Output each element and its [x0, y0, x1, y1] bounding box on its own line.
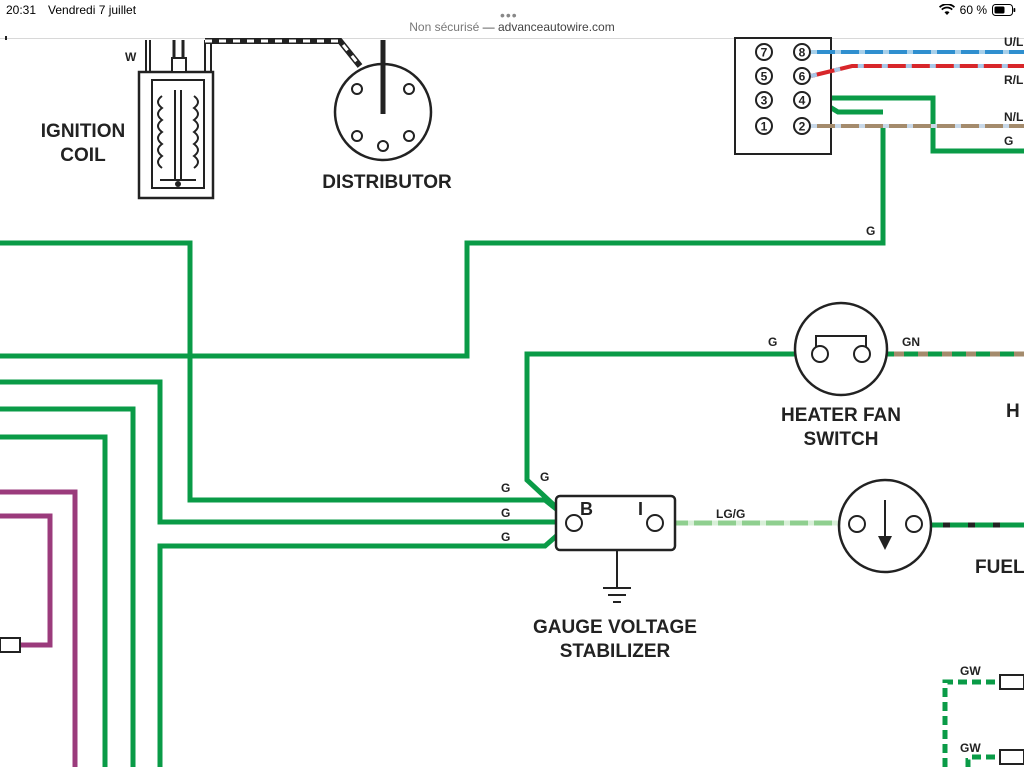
url-domain: advanceautowire.com [497, 20, 615, 34]
heater-fan-switch[interactable] [793, 301, 889, 397]
status-date: Vendredi 7 juillet [48, 3, 137, 17]
heater-fan-switch-label-1: HEATER FAN [781, 405, 901, 426]
distributor-label: DISTRIBUTOR [322, 172, 452, 193]
stabilizer-terminal-i: I [638, 499, 643, 519]
browser-address-bar[interactable]: ••• Non sécurisé — advanceautowire.com [0, 7, 1024, 40]
status-right: 60 % [938, 3, 1016, 17]
pin-3: 3 [761, 94, 768, 108]
wire-label-gw-2: GW [960, 741, 981, 755]
pin-4: 4 [799, 94, 806, 108]
ignition-coil [137, 40, 215, 200]
battery-percent: 60 % [959, 3, 987, 17]
pin-8: 8 [799, 46, 806, 60]
battery-icon [992, 4, 1016, 16]
green-wire-mid [0, 125, 886, 359]
wire-label-g-mid: G [866, 224, 875, 238]
wire-label-g-switch: G [768, 335, 777, 349]
stabilizer-terminal-b: B [580, 499, 593, 519]
wifi-icon [938, 4, 955, 15]
browser-menu-dots[interactable]: ••• [500, 7, 518, 23]
green-wire-stab-low [157, 522, 572, 767]
connector-block: 7 8 5 6 3 4 1 2 [734, 37, 832, 155]
wire-label-gw-1: GW [960, 664, 981, 678]
stabilizer-label-2: STABILIZER [560, 641, 671, 662]
wire-label-g-stab-1: G [501, 481, 510, 495]
pin-1: 1 [761, 120, 768, 134]
wire-label-g-stab-2: G [501, 506, 510, 520]
purple-wires [0, 489, 78, 767]
security-label: Non sécurisé [409, 20, 480, 34]
connector-plug-left [0, 637, 21, 653]
wire-label-g-right: G [1004, 134, 1013, 148]
status-time: 20:31 [6, 3, 37, 17]
wire-label-gn: GN [902, 335, 920, 349]
wire-label-g-stab-top: G [540, 470, 549, 484]
status-bar: 20:31 Vendredi 7 juillet 60 % [0, 0, 1024, 20]
wire-label-nl: N/L [1004, 110, 1023, 124]
h-partial-label: H [1006, 401, 1020, 422]
pin-5: 5 [761, 70, 768, 84]
pin-7: 7 [761, 46, 768, 60]
green-wire-left-3 [0, 406, 136, 767]
wire-label-lgg: LG/G [716, 507, 745, 521]
ignition-coil-label-1: IGNITION [41, 121, 125, 142]
green-wire-switch [524, 351, 818, 522]
coil-distributor-wire [205, 38, 363, 68]
wire-label-w: W [125, 50, 137, 64]
distributor [333, 40, 433, 162]
connector-wires [810, 50, 1024, 128]
url-text[interactable]: Non sécurisé — advanceautowire.com [0, 20, 1024, 34]
green-wire-left-4 [0, 434, 108, 767]
pin-2: 2 [799, 120, 806, 134]
ignition-coil-label-2: COIL [60, 145, 106, 166]
heater-fan-switch-label-2: SWITCH [804, 429, 879, 450]
fuel-gauge [837, 478, 933, 574]
fuel-partial-label: FUEL [975, 557, 1024, 578]
gauge-voltage-stabilizer[interactable] [554, 494, 677, 603]
pin-6: 6 [799, 70, 806, 84]
wire-label-g-stab-3: G [501, 530, 510, 544]
gw-wires [942, 674, 1024, 767]
wire-label-ul: U/L [1004, 35, 1023, 49]
address-bar-divider [0, 38, 1024, 39]
stabilizer-label-1: GAUGE VOLTAGE [533, 617, 697, 638]
url-separator: — [482, 20, 495, 34]
green-wires [0, 95, 1024, 767]
green-wire-left-2 [0, 379, 570, 525]
wire-label-rl: R/L [1004, 73, 1023, 87]
